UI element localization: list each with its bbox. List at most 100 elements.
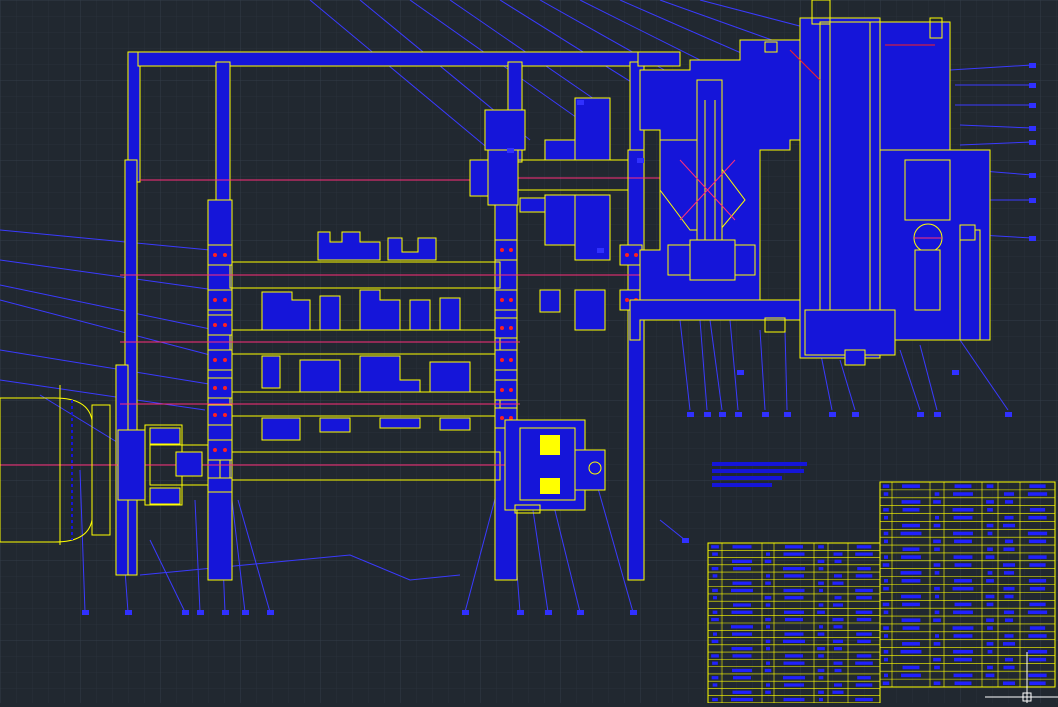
crosshair-cursor-icon: [985, 652, 1058, 703]
bom-table: [879, 481, 1056, 688]
table-cell: [832, 581, 844, 585]
part-balloon: [1029, 140, 1036, 145]
table-cell: [1027, 610, 1048, 615]
part-balloon: [637, 158, 644, 163]
table-cell: [1004, 594, 1014, 599]
table-cell: [1029, 484, 1046, 488]
table-cell: [986, 602, 994, 607]
part-balloon: [182, 610, 189, 615]
table-cell: [1029, 602, 1046, 607]
table-cell: [883, 508, 889, 512]
table-cell: [732, 545, 752, 549]
part-balloon: [597, 248, 604, 253]
table-cell: [1028, 634, 1047, 638]
table-cell: [784, 596, 804, 600]
table-cell: [1004, 515, 1014, 520]
table-cell: [934, 571, 940, 575]
table-cell: [784, 632, 804, 636]
table-cell: [834, 559, 842, 563]
part-balloon: [704, 412, 711, 417]
table-cell: [713, 632, 717, 636]
table-cell: [713, 596, 717, 600]
part-balloon: [784, 412, 791, 417]
table-cell: [1002, 563, 1016, 567]
part-balloons: [82, 63, 1036, 615]
table-cell: [1028, 539, 1047, 544]
table-cell: [783, 661, 805, 665]
part-balloon: [517, 610, 524, 615]
table-cell: [882, 681, 890, 686]
table-cell: [712, 552, 718, 556]
table-cell: [731, 697, 753, 702]
table-cell: [833, 603, 843, 607]
table-cell: [832, 690, 844, 694]
part-balloon: [545, 610, 552, 615]
table-cell: [953, 634, 973, 638]
right-column-housing: [764, 0, 991, 366]
table-cell: [954, 484, 972, 488]
table-cell: [1028, 578, 1047, 583]
table-cell: [1003, 610, 1015, 615]
table-cell: [818, 581, 824, 585]
table-cell: [818, 567, 824, 571]
part-balloon: [735, 412, 742, 417]
part-balloon: [630, 610, 637, 615]
table-cell: [884, 555, 888, 559]
table-cell: [953, 492, 973, 496]
table-cell: [834, 647, 842, 651]
part-balloon: [1005, 412, 1012, 417]
table-cell: [856, 617, 872, 622]
table-cell: [765, 639, 771, 643]
table-cell: [1028, 673, 1047, 678]
motor: [0, 385, 203, 545]
table-cell: [785, 545, 803, 549]
table-cell: [1029, 626, 1046, 630]
table-cell: [1028, 555, 1047, 559]
table-cell: [731, 647, 753, 651]
table-cell: [855, 610, 873, 614]
table-cell: [784, 574, 804, 578]
part-balloon: [737, 370, 744, 375]
table-cell: [819, 588, 823, 593]
table-cell: [953, 673, 973, 678]
part-balloon: [1029, 236, 1036, 241]
part-balloon: [577, 100, 584, 105]
table-cell: [1004, 500, 1014, 504]
output-gearbox: [504, 419, 606, 514]
table-cell: [1027, 492, 1048, 496]
table-cell: [766, 683, 770, 687]
table-cell: [1029, 586, 1046, 591]
table-cell: [732, 559, 752, 563]
table-cell: [818, 603, 824, 607]
part-balloon: [125, 610, 132, 615]
table-cell: [900, 649, 922, 654]
table-cell: [953, 555, 973, 559]
table-cell: [834, 668, 842, 673]
notes-block: [712, 462, 807, 487]
table-cell: [857, 639, 871, 643]
table-cell: [987, 665, 993, 670]
part-balloon: [829, 412, 836, 417]
table-cell: [902, 547, 920, 551]
part-balloon: [1029, 126, 1036, 131]
table-cell: [901, 578, 921, 583]
table-cell: [935, 594, 939, 599]
table-cell: [934, 610, 940, 615]
table-cell: [833, 639, 843, 643]
table-cell: [986, 484, 994, 488]
table-cell: [819, 697, 823, 702]
table-cell: [855, 552, 873, 556]
part-balloon: [719, 412, 726, 417]
table-cell: [857, 567, 871, 571]
table-cell: [855, 683, 873, 687]
table-cell: [766, 552, 770, 556]
part-balloon: [462, 610, 469, 615]
table-cell: [833, 661, 843, 665]
table-cell: [986, 500, 994, 504]
table-cell: [986, 523, 994, 528]
table-cell: [901, 555, 921, 559]
table-cell: [1029, 563, 1046, 567]
table-cell: [987, 571, 993, 575]
table-cell: [712, 574, 718, 578]
